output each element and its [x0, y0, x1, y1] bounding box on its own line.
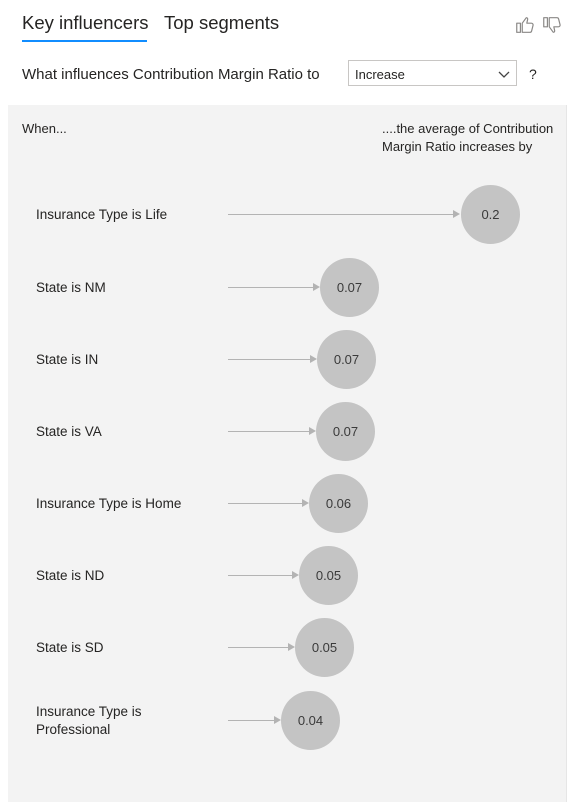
influencer-bubble[interactable]: 0.2	[461, 185, 520, 244]
influencer-bubble[interactable]: 0.05	[295, 618, 354, 677]
influencer-row[interactable]: State is VA 0.07	[8, 402, 567, 462]
arrow-right-icon	[453, 210, 460, 218]
influencer-row[interactable]: Insurance Type is Professional 0.04	[8, 691, 567, 751]
influencer-bubble[interactable]: 0.06	[309, 474, 368, 533]
influencer-line	[228, 720, 274, 721]
active-tab-indicator	[22, 40, 147, 42]
chevron-down-icon	[498, 71, 510, 78]
when-label: When...	[22, 121, 67, 136]
influencer-bubble[interactable]: 0.04	[281, 691, 340, 750]
influencer-line	[228, 287, 313, 288]
influencer-line	[228, 503, 302, 504]
arrow-right-icon	[310, 355, 317, 363]
influencer-line	[228, 359, 310, 360]
influencer-line	[228, 431, 309, 432]
influencer-row[interactable]: State is ND 0.05	[8, 546, 567, 606]
influencer-row[interactable]: State is IN 0.07	[8, 330, 567, 390]
influencer-line	[228, 647, 288, 648]
influencer-label: Insurance Type is Professional	[36, 704, 142, 737]
influencer-bubble[interactable]: 0.07	[316, 402, 375, 461]
influencers-panel: When... ....the average of Contribution …	[8, 105, 567, 802]
influencer-row[interactable]: Insurance Type is Home 0.06	[8, 474, 567, 534]
arrow-right-icon	[274, 716, 281, 724]
thumbs-up-icon[interactable]	[514, 14, 536, 36]
influencer-label: State is ND	[36, 568, 105, 583]
influencer-label: State is NM	[36, 280, 106, 295]
arrow-right-icon	[313, 283, 320, 291]
influencer-label: State is IN	[36, 352, 99, 367]
arrow-right-icon	[309, 427, 316, 435]
influencer-bubble[interactable]: 0.07	[320, 258, 379, 317]
influencer-line	[228, 575, 292, 576]
arrow-right-icon	[292, 571, 299, 579]
help-icon[interactable]: ?	[529, 66, 537, 82]
direction-dropdown[interactable]: Increase	[348, 60, 517, 86]
influencer-bubble[interactable]: 0.07	[317, 330, 376, 389]
dropdown-value: Increase	[355, 67, 405, 82]
influencer-bubble[interactable]: 0.05	[299, 546, 358, 605]
influencer-row[interactable]: State is NM 0.07	[8, 258, 567, 318]
average-label: ....the average of Contribution Margin R…	[382, 121, 554, 154]
question-text: What influences Contribution Margin Rati…	[22, 66, 320, 83]
influencer-line	[228, 214, 453, 215]
influencer-row[interactable]: State is SD 0.05	[8, 618, 567, 678]
tab-key-influencers[interactable]: Key influencers	[22, 12, 149, 33]
influencer-label: Insurance Type is Life	[36, 207, 168, 222]
thumbs-down-icon[interactable]	[541, 14, 563, 36]
arrow-right-icon	[302, 499, 309, 507]
influencer-label: State is VA	[36, 424, 102, 439]
arrow-right-icon	[288, 643, 295, 651]
influencer-label: State is SD	[36, 640, 104, 655]
tab-top-segments[interactable]: Top segments	[164, 12, 280, 33]
influencer-row[interactable]: Insurance Type is Life 0.2	[8, 185, 567, 245]
influencer-label: Insurance Type is Home	[36, 496, 182, 511]
